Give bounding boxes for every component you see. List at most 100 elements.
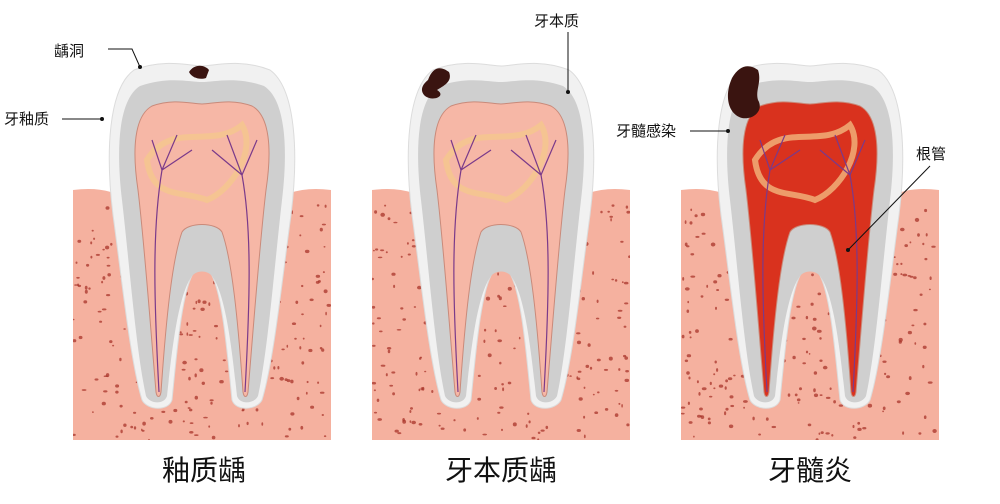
bone-dot (291, 322, 297, 326)
bone-dot (623, 354, 627, 358)
bone-dot (724, 298, 730, 301)
bone-dot (97, 310, 102, 313)
bone-dot (802, 362, 806, 365)
bone-dot (194, 373, 197, 378)
bone-dot (93, 237, 96, 240)
bone-dot (94, 378, 99, 381)
bone-dot (323, 435, 327, 438)
bone-dot (813, 393, 819, 398)
bone-dot (717, 274, 722, 278)
nerve-line (759, 134, 801, 171)
bone-dot (595, 317, 600, 320)
bone-dot (725, 407, 729, 411)
bone-dot (709, 381, 712, 386)
bone-dot (583, 386, 586, 389)
bone-dot (696, 380, 699, 384)
bone-dot (377, 256, 383, 259)
bone-dot (695, 329, 699, 333)
bone-dot (295, 300, 299, 304)
bone-dot (411, 420, 417, 425)
bone-dot (816, 329, 822, 333)
bone-dot (513, 347, 516, 350)
bone-dot (77, 239, 82, 243)
nerve-line (762, 169, 771, 393)
bone-dot (189, 408, 193, 412)
bone-dot (545, 425, 549, 430)
bone-dot (923, 322, 927, 326)
bone-dot (484, 328, 487, 332)
bone-dot (752, 416, 755, 421)
bone-dot (290, 412, 295, 416)
bone-dot (296, 396, 300, 401)
tooth-panel-1 (73, 62, 331, 440)
bone-dot (133, 426, 137, 430)
bone-dot (487, 353, 492, 358)
bone-dot (400, 255, 403, 258)
bone-dot (182, 420, 185, 423)
bone-dot (92, 411, 94, 413)
bone-dot (625, 370, 629, 373)
label-root-canal: 根管 (916, 145, 947, 163)
bone-dot (195, 300, 198, 305)
bone-dot (75, 261, 78, 264)
bone-dot (927, 381, 933, 384)
bone-dot (261, 422, 264, 426)
bone-dot (501, 428, 503, 432)
bone-dot (402, 418, 405, 422)
bone-dot (201, 381, 205, 385)
bone-dot (857, 421, 861, 425)
bone-dot (299, 215, 304, 218)
bone-dot (867, 403, 873, 408)
bone-dot (294, 337, 297, 340)
bone-dot (765, 417, 769, 421)
bone-dot (624, 302, 629, 305)
bone-dot (812, 326, 817, 331)
nerve-line (819, 134, 866, 176)
bone-dot (681, 334, 685, 339)
bone-dot (385, 251, 388, 254)
bone-dot (537, 431, 541, 434)
bone-dot (507, 381, 512, 385)
bone-dot (690, 253, 695, 256)
nerve-line (154, 169, 163, 393)
bone-dot (831, 434, 834, 437)
bone-dot (882, 360, 887, 363)
bone-dot (610, 218, 612, 222)
bone-dot (409, 410, 412, 413)
bone-dot (924, 257, 928, 261)
bone-dot (402, 318, 407, 321)
bone-dot (78, 335, 83, 340)
bone-dot (385, 373, 388, 377)
bone-dot (609, 215, 613, 218)
bone-dot (325, 311, 327, 316)
bone-dot (628, 255, 630, 258)
bone-dot (119, 404, 123, 408)
bone-dot (498, 296, 502, 301)
bone-dot (618, 402, 621, 405)
bone-dot (133, 411, 137, 414)
bone-dot (893, 272, 898, 276)
bone-dot (115, 390, 119, 394)
bone-dot (411, 239, 415, 242)
bone-dot (684, 359, 689, 363)
bone-dot (494, 387, 497, 390)
bone-dot (302, 337, 305, 340)
bone-dot (614, 413, 619, 417)
bone-dot (596, 299, 599, 303)
bone-dot (911, 324, 915, 327)
bone-dot (323, 246, 326, 248)
bone-dot (686, 245, 690, 248)
bone-dot (316, 204, 320, 207)
bone-dot (852, 424, 855, 429)
bone-dot (597, 391, 600, 394)
bone-dot (95, 253, 100, 256)
bone-dot (304, 249, 310, 254)
bone-dot (699, 407, 703, 411)
bone-dot (380, 364, 386, 367)
bone-dot (698, 392, 701, 396)
bone-dot (300, 425, 304, 430)
bone-dot (277, 366, 280, 370)
bone-dot (931, 245, 936, 248)
bone-dot (898, 337, 903, 342)
